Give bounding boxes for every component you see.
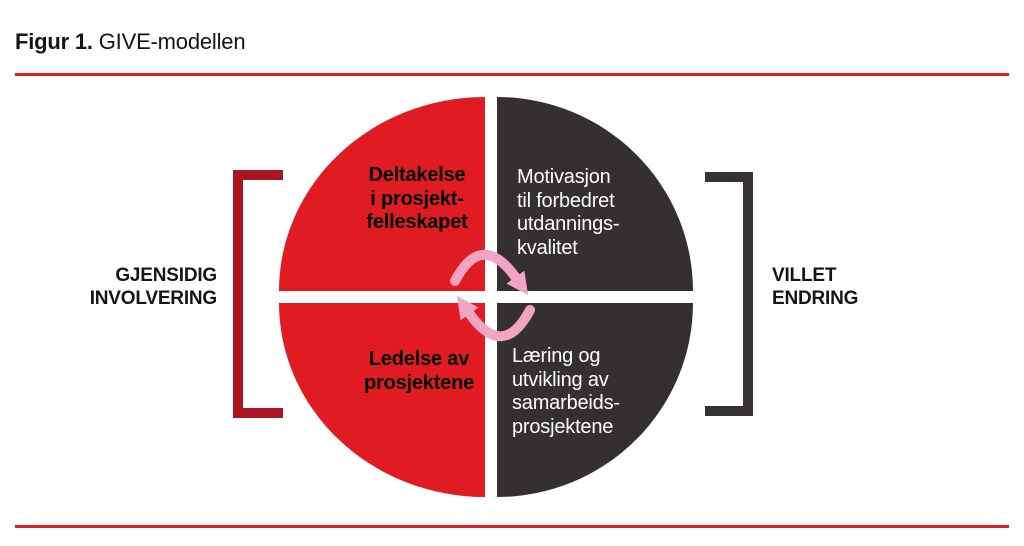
quadrant-top-right-line2: til forbedret [517,189,615,212]
left-axis-label-line1: GJENSIDIG [115,265,217,286]
right-bracket [705,172,753,416]
top-rule [15,73,1009,76]
right-axis-label-line1: VILLET [772,265,837,286]
figure-number: Figur 1. [15,29,93,54]
figure-title: Figur 1. GIVE-modellen [15,29,246,55]
quadrant-top-left-line1: Deltakelse [368,164,466,186]
cycle-arrows-icon [450,249,535,342]
quadrant-bottom-left-label: Ledelse av prosjektene [343,348,495,395]
quadrant-top-left-line3: felleskapet [366,211,468,233]
right-axis-label-line2: ENDRING [772,288,859,309]
quadrant-bottom-left-line1: Ledelse av [368,348,470,370]
quadrant-top-left-line2: i prosjekt- [370,187,464,210]
cycle-arrow-top [450,249,529,296]
quadrant-top-right-line4: kvalitet [517,236,578,259]
quadrant-bottom-right-label: Læring og utvikling av samarbeids- prosj… [512,345,620,439]
quadrant-top-right-label: Motivasjon til forbedret utdannings- kva… [517,166,620,260]
right-axis-label: VILLET ENDRING [772,264,942,310]
left-axis-label: GJENSIDIG INVOLVERING [40,264,217,310]
left-bracket [233,170,283,418]
quadrant-bottom-right-line1: Læring og [512,345,601,367]
bottom-rule [15,525,1009,528]
quadrant-bottom-right-line4: prosjektene [512,415,614,438]
quadrant-top-right-line3: utdannings- [517,213,620,235]
give-model-circle: Deltakelse i prosjekt- felleskapet Motiv… [279,97,693,497]
quadrant-bottom-right-line3: samarbeids- [512,392,620,414]
left-axis-label-line2: INVOLVERING [89,288,217,309]
quadrant-bottom-left-line2: prosjektene [363,371,475,394]
cycle-arrow-bottom [456,295,535,342]
quadrant-bottom-right-line2: utvikling av [512,368,609,391]
figure-name: GIVE-modellen [92,29,246,54]
quadrant-top-left-label: Deltakelse i prosjekt- felleskapet [343,164,491,235]
quadrant-top-right-line1: Motivasjon [517,166,611,188]
